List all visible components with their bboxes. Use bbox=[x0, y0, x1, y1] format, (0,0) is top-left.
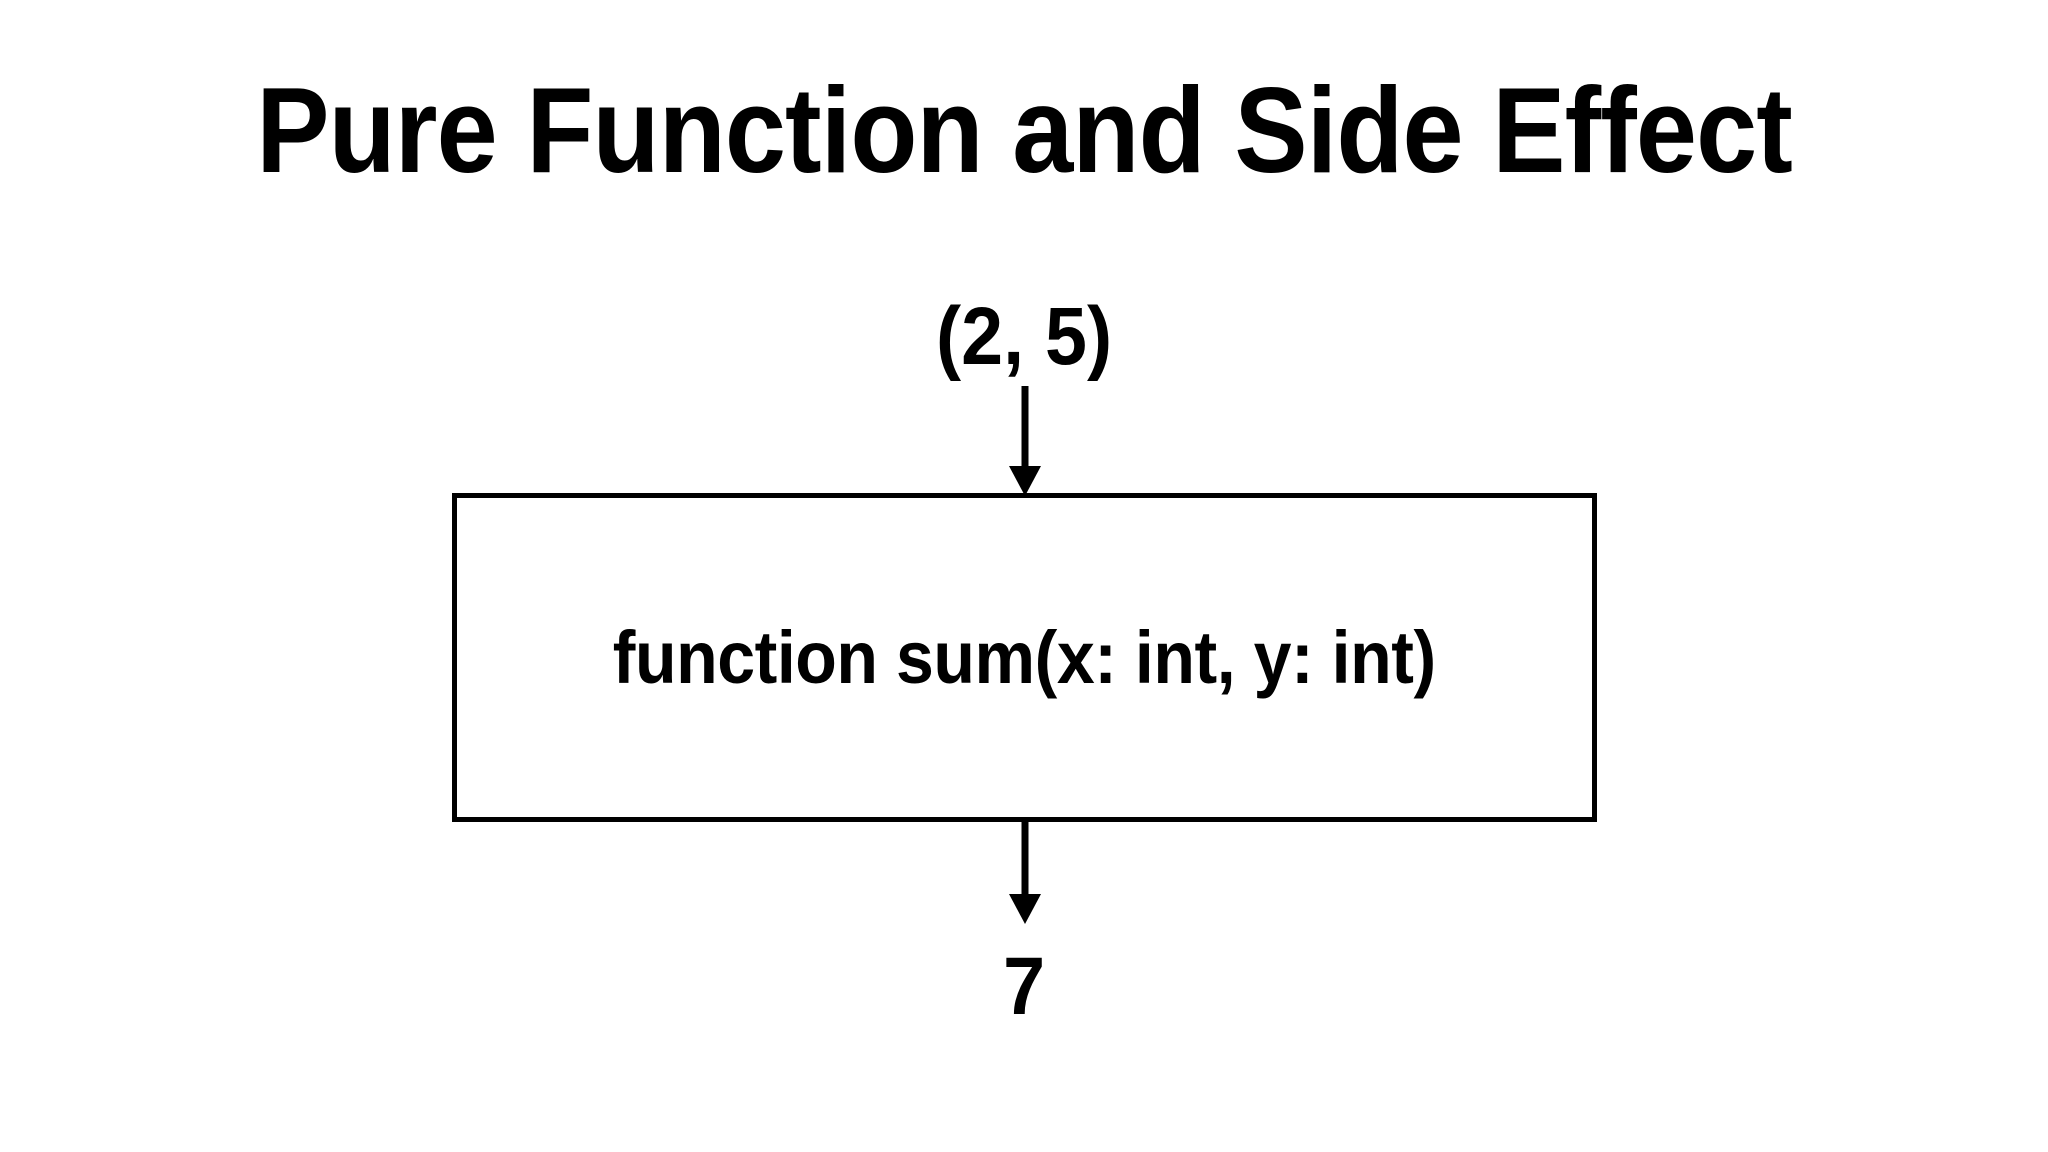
page-title: Pure Function and Side Effect bbox=[256, 62, 1793, 198]
function-process-box: function sum(x: int, y: int) bbox=[452, 493, 1597, 822]
return-value-label: 7 bbox=[1003, 941, 1046, 1032]
function-signature-label: function sum(x: int, y: int) bbox=[613, 615, 1436, 699]
input-arguments-label: (2, 5) bbox=[936, 291, 1113, 382]
arrow-down-icon bbox=[1009, 818, 1041, 924]
arrow-down-icon bbox=[1009, 386, 1041, 496]
